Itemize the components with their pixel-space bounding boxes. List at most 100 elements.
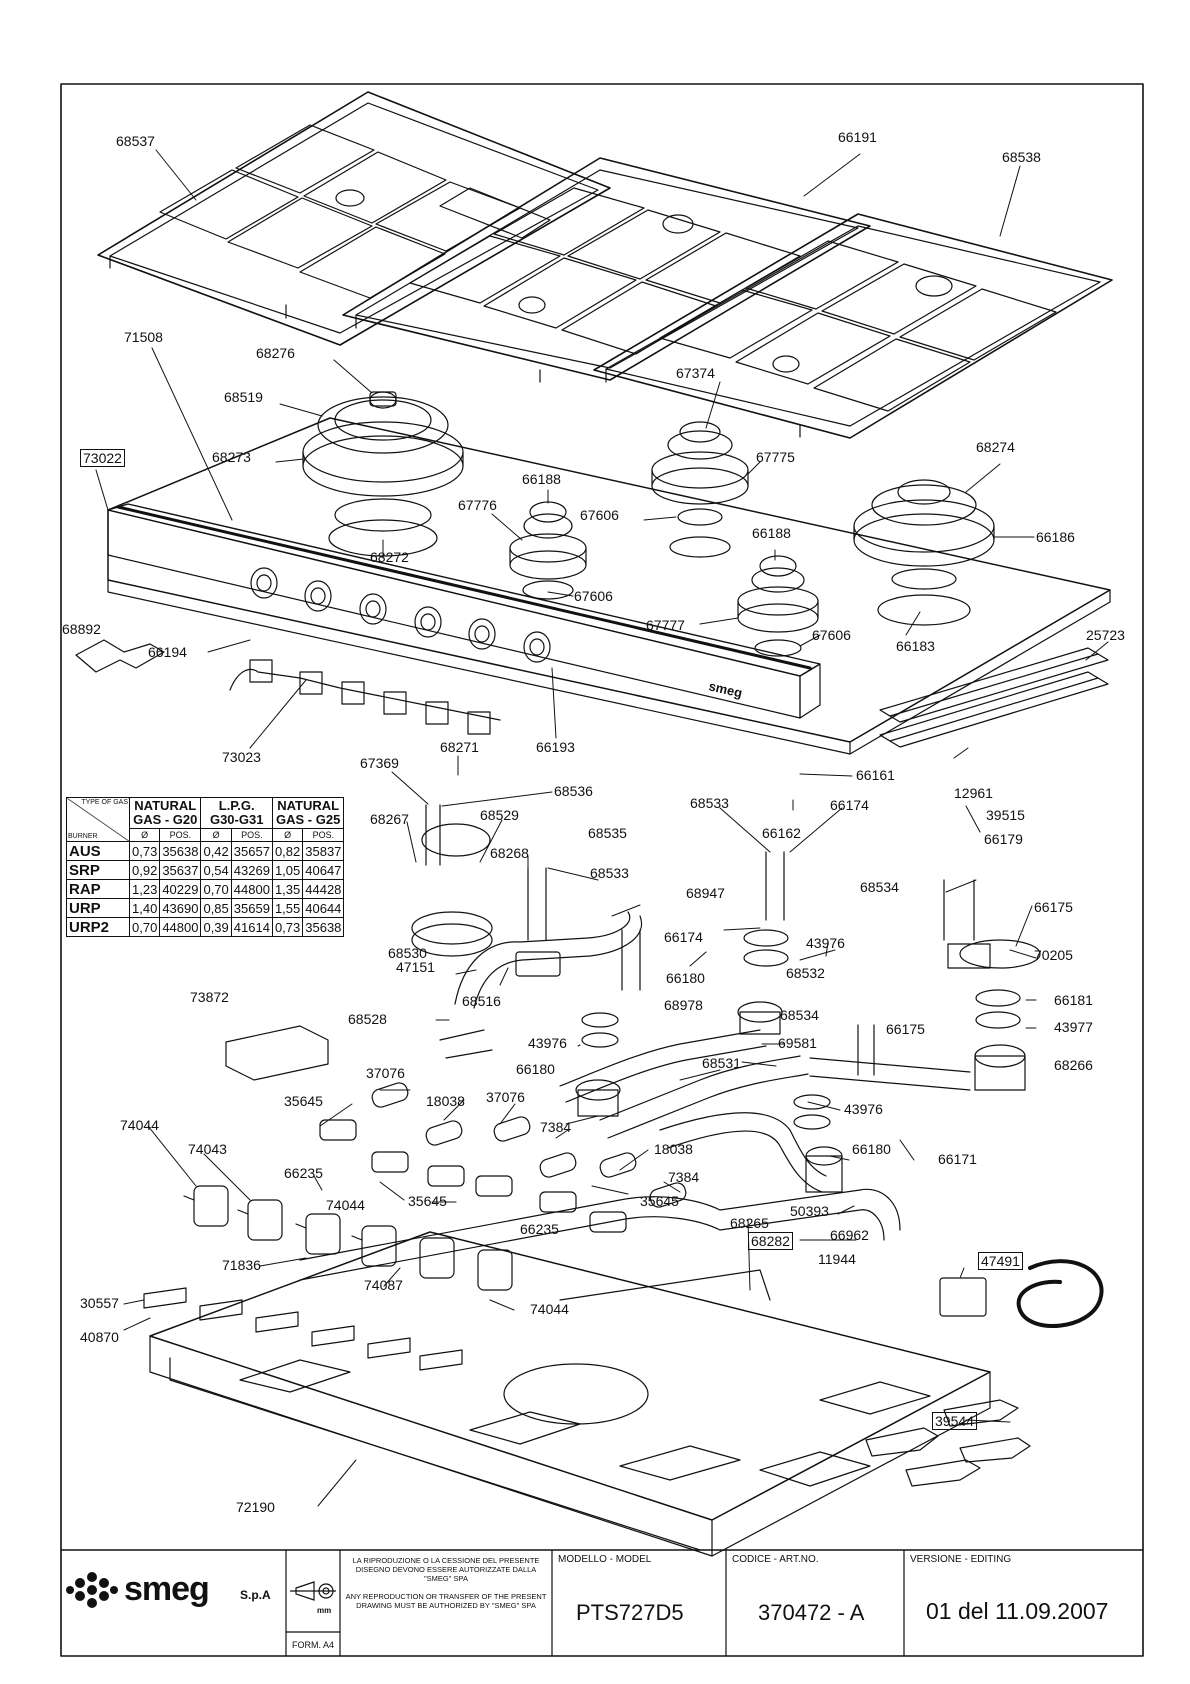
model-caption: MODELLO - MODEL <box>558 1554 652 1565</box>
table-cell: 35837 <box>302 841 345 861</box>
pan-support-left <box>97 91 611 346</box>
part-label: 74044 <box>120 1117 159 1133</box>
table-cell: 0,70 <box>200 879 232 899</box>
burner-cups <box>411 823 1041 1193</box>
part-label: 68947 <box>686 885 725 901</box>
part-label: 68537 <box>116 133 155 149</box>
part-label: 68534 <box>780 1007 819 1023</box>
part-label: 68530 <box>388 945 427 961</box>
rubber-feet <box>865 1399 1031 1487</box>
part-label: 35645 <box>284 1093 323 1109</box>
power-cable <box>939 1259 1104 1328</box>
part-label: 67777 <box>646 617 685 633</box>
part-label: 68266 <box>1054 1057 1093 1073</box>
part-label: 35645 <box>640 1193 679 1209</box>
table-cell: 44800 <box>230 879 273 899</box>
projection-symbol <box>290 1581 336 1601</box>
table-cell: 35638 <box>159 841 202 861</box>
part-label: 68271 <box>440 739 479 755</box>
gas-header-l1: NATURAL <box>134 798 197 813</box>
table-cell: 1,23 <box>128 879 161 899</box>
table-row: RAP 1,23 40229 0,70 44800 1,35 44428 <box>66 879 345 899</box>
leader-lines <box>95 149 1109 1507</box>
part-label: 68272 <box>370 549 409 565</box>
part-label: 66188 <box>752 525 791 541</box>
part-label-boxed: 39544 <box>932 1412 977 1430</box>
part-label: 66188 <box>522 471 561 487</box>
part-label: 68531 <box>702 1055 741 1071</box>
part-label: 66174 <box>664 929 703 945</box>
part-label: 70205 <box>1034 947 1073 963</box>
table-cell: 0,85 <box>200 898 232 918</box>
junction-box <box>225 1025 329 1081</box>
part-label: 37076 <box>366 1065 405 1081</box>
part-label: 68533 <box>690 795 729 811</box>
part-label: 68528 <box>348 1011 387 1027</box>
part-label: 66180 <box>516 1061 555 1077</box>
code-caption: CODICE - ART.NO. <box>732 1554 819 1565</box>
part-label: 69581 <box>778 1035 817 1051</box>
burner-rapid <box>853 479 995 626</box>
mounting-brackets <box>143 1287 463 1371</box>
part-label: 66186 <box>1036 529 1075 545</box>
part-label: 66180 <box>666 970 705 986</box>
legal-notice-en: ANY REPRODUCTION OR TRANSFER OF THE PRES… <box>345 1592 547 1610</box>
part-label: 67369 <box>360 755 399 771</box>
table-cell: 1,05 <box>271 860 304 880</box>
pan-support-right <box>593 213 1113 439</box>
part-label: 74044 <box>326 1197 365 1213</box>
part-label: 66193 <box>536 739 575 755</box>
part-label-boxed: 68282 <box>748 1232 793 1250</box>
part-label: 7384 <box>540 1119 572 1135</box>
burner-name: URP2 <box>66 917 130 937</box>
burner-name: AUS <box>66 841 130 861</box>
part-label: 67606 <box>812 627 851 643</box>
part-label: 68532 <box>786 965 825 981</box>
part-label: 68892 <box>62 621 101 637</box>
part-label-boxed: 47491 <box>978 1252 1023 1270</box>
sub-header: POS. <box>302 828 345 842</box>
part-label: 67606 <box>580 507 619 523</box>
control-panel <box>107 503 821 719</box>
part-label: 66183 <box>896 638 935 654</box>
part-label: 35645 <box>408 1193 447 1209</box>
part-label: 68536 <box>554 783 593 799</box>
part-label: 37076 <box>486 1089 525 1105</box>
table-cell: 35637 <box>159 860 202 880</box>
version-value: 01 del 11.09.2007 <box>926 1598 1109 1624</box>
part-label: 66161 <box>856 767 895 783</box>
table-cell: 43269 <box>230 860 273 880</box>
table-cell: 35657 <box>230 841 273 861</box>
part-label: 68274 <box>976 439 1015 455</box>
burner-ultra-rapid <box>302 391 464 557</box>
pan-support-center <box>342 157 871 383</box>
table-row: URP2 0,70 44800 0,39 41614 0,73 35638 <box>66 917 345 937</box>
table-corner: TYPE OF GAS BURNER <box>66 797 130 842</box>
burner-name: RAP <box>66 879 130 899</box>
part-label: 66235 <box>520 1221 559 1237</box>
part-label: 67775 <box>756 449 795 465</box>
part-label: 12961 <box>954 785 993 801</box>
part-label: 66179 <box>984 831 1023 847</box>
table-cell: 0,42 <box>200 841 232 861</box>
spring-clip <box>75 639 165 673</box>
part-label: 43976 <box>528 1035 567 1051</box>
gas-pipes <box>299 898 971 1301</box>
burner-name: SRP <box>66 860 130 880</box>
table-cell: 35659 <box>230 898 273 918</box>
table-cell: 40229 <box>159 879 202 899</box>
part-label: 68533 <box>590 865 629 881</box>
gas-header-l2: GAS - G20 <box>133 812 198 827</box>
part-label: 72190 <box>236 1499 275 1515</box>
part-label: 68516 <box>462 993 501 1009</box>
part-label: 66175 <box>1034 899 1073 915</box>
part-label: 68535 <box>588 825 627 841</box>
table-row: AUS 0,73 35638 0,42 35657 0,82 35837 <box>66 841 345 861</box>
part-label: 71836 <box>222 1257 261 1273</box>
part-label: 74043 <box>188 1141 227 1157</box>
part-label: 68265 <box>730 1215 769 1231</box>
part-label: 73023 <box>222 749 261 765</box>
part-label: 66962 <box>830 1227 869 1243</box>
table-cell: 44428 <box>302 879 345 899</box>
